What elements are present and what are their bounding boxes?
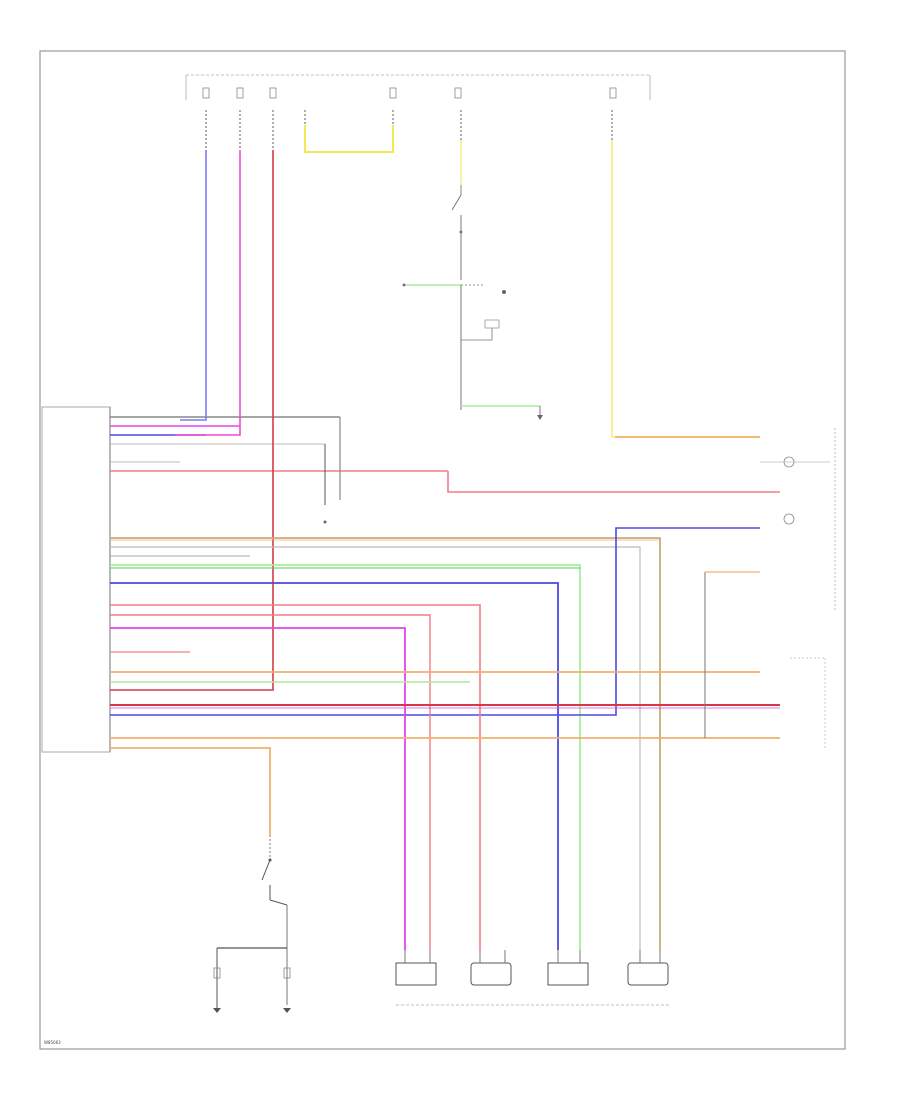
right-rear-sensor — [627, 962, 669, 986]
fuse-symbol — [236, 87, 244, 99]
yellow-orange-wire — [611, 140, 760, 438]
tan-wire — [110, 537, 661, 950]
light-green-wire — [110, 564, 581, 950]
ground-symbol — [283, 1008, 291, 1013]
left-rear-sensor — [395, 962, 437, 986]
wheel-speed-sensors — [395, 950, 670, 1006]
orange-switch-lead — [110, 747, 271, 835]
salmon-wire — [110, 614, 431, 950]
fuse-symbol — [202, 87, 210, 99]
right-front-sensor — [547, 962, 589, 986]
blue-vertical-wire — [180, 150, 207, 421]
fuse-symbol — [269, 87, 277, 99]
blue-wire — [110, 582, 559, 950]
light-red-wire — [110, 604, 481, 950]
brake-switch-area — [402, 140, 543, 420]
diagram-frame — [39, 50, 846, 1050]
module-body — [41, 406, 111, 753]
power-supply-area — [185, 74, 651, 150]
magenta-wire — [110, 627, 406, 950]
instrument-cluster-connector — [760, 428, 836, 610]
pcm-connector — [790, 657, 826, 750]
light-red-wire-to-cluster — [447, 471, 780, 493]
footer-code: W85063 — [44, 1040, 61, 1045]
red-vertical-wire — [110, 150, 274, 691]
fuse-symbol — [389, 87, 397, 99]
yellow-jumper-wire — [304, 125, 394, 153]
abs-control-module — [41, 406, 111, 753]
gray-wire — [110, 546, 641, 950]
fuse-symbol — [609, 87, 617, 99]
module-pin-rows — [110, 416, 448, 472]
pink-vertical-wire — [175, 150, 241, 436]
fuse-symbol — [454, 87, 462, 99]
blue-wire-right — [110, 527, 760, 716]
traction-switch — [213, 835, 291, 1013]
left-front-sensor — [470, 962, 512, 986]
ground-symbol — [213, 1008, 221, 1013]
